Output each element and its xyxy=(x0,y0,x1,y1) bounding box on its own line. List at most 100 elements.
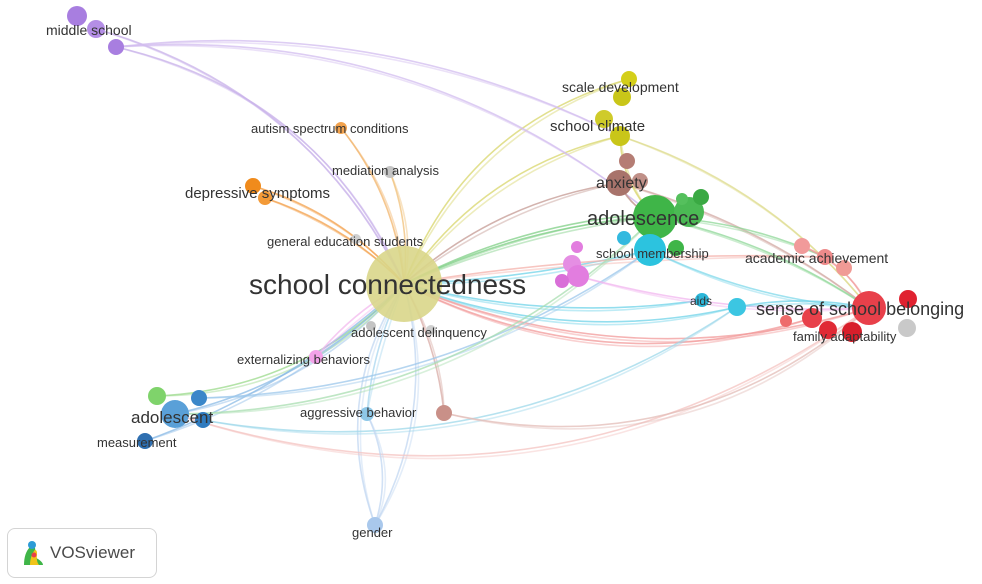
node-delinquency-2[interactable] xyxy=(426,325,436,335)
network-link xyxy=(619,135,870,309)
network-link xyxy=(115,39,621,137)
node-cyan-2[interactable] xyxy=(617,231,631,245)
network-link xyxy=(174,216,656,415)
node-red-7[interactable] xyxy=(819,321,837,339)
node-adolescence[interactable] xyxy=(633,195,677,239)
node-green-small-left[interactable] xyxy=(148,387,166,405)
node-cyan-4[interactable] xyxy=(728,298,746,316)
label-sense-of-school-belonging[interactable]: sense of school belonging xyxy=(756,299,964,319)
network-link xyxy=(174,307,870,457)
network-link xyxy=(649,249,870,309)
label-academic-achievement[interactable]: academic achievement xyxy=(745,250,888,266)
network-link xyxy=(198,249,651,399)
network-link xyxy=(95,28,405,285)
node-depressive-2[interactable] xyxy=(258,191,272,205)
node-green-3[interactable] xyxy=(693,189,709,205)
label-externalizing[interactable]: externalizing behaviors xyxy=(237,352,370,367)
network-link xyxy=(403,283,813,348)
node-pink-1[interactable] xyxy=(571,241,583,253)
node-aggressive[interactable] xyxy=(360,407,374,421)
label-adolescent[interactable]: adolescent xyxy=(131,408,214,427)
node-pink-4[interactable] xyxy=(555,274,569,288)
label-measurement[interactable]: measurement xyxy=(97,435,177,450)
label-layer: middle school autism spectrum conditions… xyxy=(46,22,964,540)
network-link xyxy=(174,216,656,415)
node-adolescent[interactable] xyxy=(161,400,189,428)
network-link xyxy=(144,283,405,442)
node-school-climate-1[interactable] xyxy=(595,110,613,128)
label-depressive[interactable]: depressive symptoms xyxy=(185,185,330,202)
network-link xyxy=(403,78,630,285)
node-externalizing[interactable] xyxy=(309,350,323,364)
label-family-adaptability[interactable]: family adaptability xyxy=(793,329,897,344)
label-school-climate[interactable]: school climate xyxy=(550,118,645,135)
label-school-connectedness[interactable]: school connectedness xyxy=(249,269,526,300)
node-scale-dev-2[interactable] xyxy=(613,88,631,106)
network-link xyxy=(403,283,703,312)
node-red-5[interactable] xyxy=(899,290,917,308)
network-link xyxy=(115,46,405,285)
label-scale-development[interactable]: scale development xyxy=(562,79,679,95)
node-anxiety-3[interactable] xyxy=(632,173,648,189)
network-link xyxy=(403,283,870,340)
node-school-climate-2[interactable] xyxy=(610,126,630,146)
node-aids[interactable] xyxy=(695,293,709,307)
node-blue-2[interactable] xyxy=(191,390,207,406)
label-mediation[interactable]: mediation analysis xyxy=(332,163,439,178)
node-gender[interactable] xyxy=(367,517,383,533)
label-anxiety[interactable]: anxiety xyxy=(596,175,647,192)
network-link xyxy=(198,249,651,399)
network-link xyxy=(403,283,738,326)
node-anxiety[interactable] xyxy=(606,170,632,196)
node-school-connectedness[interactable] xyxy=(366,246,442,322)
network-link xyxy=(403,256,826,285)
node-red-3[interactable] xyxy=(836,260,852,276)
label-school-membership[interactable]: school membership xyxy=(596,246,709,261)
vosviewer-logo-text: VOSviewer xyxy=(50,543,136,562)
network-link xyxy=(577,275,870,310)
network-link xyxy=(403,283,738,323)
node-depressive-1[interactable] xyxy=(245,178,261,194)
label-adolescent-delinquency[interactable]: adolescent delinquency xyxy=(351,325,487,340)
node-layer xyxy=(67,6,917,533)
node-green-5[interactable] xyxy=(668,240,684,256)
node-red-6[interactable] xyxy=(802,308,822,328)
node-autism[interactable] xyxy=(335,122,347,134)
network-link xyxy=(144,283,405,442)
label-aids[interactable]: aids xyxy=(690,294,712,308)
node-middle-school[interactable] xyxy=(108,39,124,55)
node-general-ed[interactable] xyxy=(351,234,361,244)
node-pink-3[interactable] xyxy=(567,265,589,287)
node-green-4[interactable] xyxy=(676,193,688,205)
node-school-membership[interactable] xyxy=(634,234,666,266)
node-middle-school-1[interactable] xyxy=(67,6,87,26)
network-link xyxy=(443,307,870,430)
node-middle-school-2[interactable] xyxy=(87,20,105,38)
label-general-ed[interactable]: general education students xyxy=(267,234,424,249)
label-autism[interactable]: autism spectrum conditions xyxy=(251,121,409,136)
network-link xyxy=(618,182,870,309)
node-adolescent-delinquency[interactable] xyxy=(366,321,376,331)
node-measurement[interactable] xyxy=(137,433,153,449)
node-anxiety-1[interactable] xyxy=(619,153,635,169)
network-link xyxy=(403,254,826,285)
node-gray-right[interactable] xyxy=(898,319,916,337)
node-brown-small[interactable] xyxy=(436,405,452,421)
label-aggressive[interactable]: aggressive behavior xyxy=(300,405,417,420)
label-middle-school[interactable]: middle school xyxy=(46,22,132,38)
node-family-adaptability[interactable] xyxy=(842,322,862,342)
node-academic-achievement[interactable] xyxy=(817,249,833,265)
network-link xyxy=(174,307,870,460)
node-mediation[interactable] xyxy=(384,166,396,178)
node-academic-achievement-1[interactable] xyxy=(794,238,810,254)
label-gender[interactable]: gender xyxy=(352,525,393,540)
node-blue-3[interactable] xyxy=(195,412,211,428)
node-sense-of-school-belonging[interactable] xyxy=(852,291,886,325)
network-link xyxy=(115,44,656,218)
network-link xyxy=(649,249,870,309)
node-scale-dev-1[interactable] xyxy=(621,71,637,87)
node-red-8[interactable] xyxy=(780,315,792,327)
label-adolescence[interactable]: adolescence xyxy=(587,208,699,230)
